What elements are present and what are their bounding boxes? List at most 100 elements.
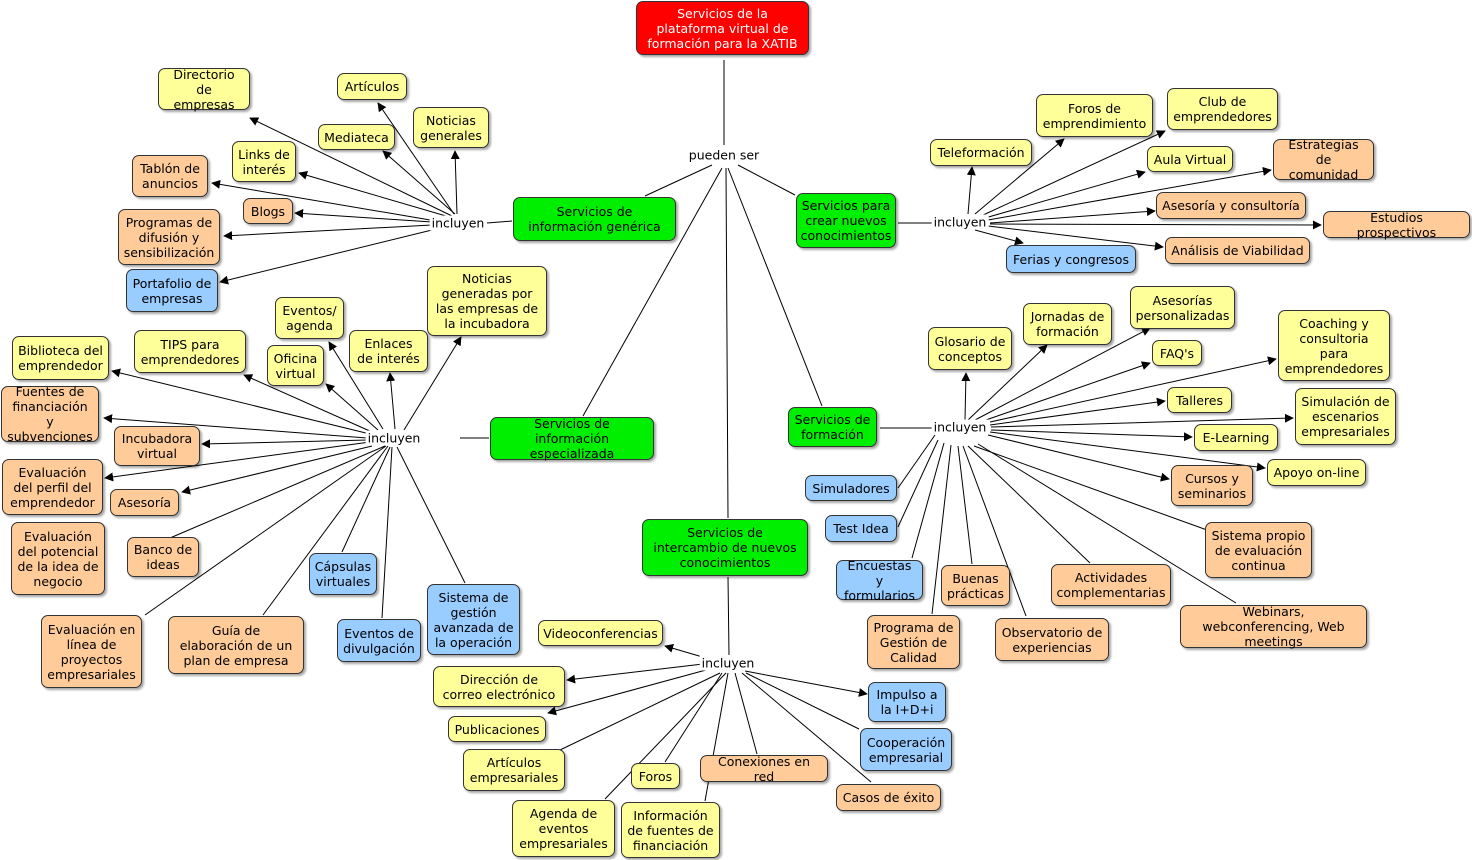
node-analisis-viabilidad[interactable]: Análisis de Viabilidad bbox=[1165, 237, 1310, 264]
node-eventos-agenda[interactable]: Eventos/ agenda bbox=[275, 297, 344, 339]
node-evaluacion-perfil[interactable]: Evaluación del perfil del emprendedor bbox=[2, 459, 103, 515]
node-direccion-correo[interactable]: Dirección de correo electrónico bbox=[433, 666, 565, 707]
category-crear-conocimientos[interactable]: Servicios para crear nuevos conocimiento… bbox=[796, 193, 896, 248]
node-asesorias-personalizadas[interactable]: Asesorías personalizadas bbox=[1130, 286, 1235, 329]
node-label: Asesoría y consultoría bbox=[1162, 198, 1300, 213]
node-webinars[interactable]: Webinars, webconferencing, Web meetings bbox=[1180, 604, 1367, 649]
node-enlaces-interes[interactable]: Enlaces de interés bbox=[349, 330, 428, 372]
node-test-idea[interactable]: Test Idea bbox=[825, 515, 897, 542]
node-label: E-Learning bbox=[1202, 430, 1270, 445]
node-noticias-generales[interactable]: Noticias generales bbox=[413, 107, 489, 148]
node-label: Incubadora virtual bbox=[121, 431, 193, 461]
node-articulos-empresariales[interactable]: Artículos empresariales bbox=[463, 749, 565, 791]
category-informacion-especializada[interactable]: Servicios de información especializada bbox=[490, 416, 654, 461]
node-label: Impulso a la I+D+i bbox=[876, 687, 938, 717]
node-aula-virtual[interactable]: Aula Virtual bbox=[1147, 146, 1233, 172]
node-publicaciones[interactable]: Publicaciones bbox=[448, 716, 546, 742]
node-encuestas-formularios[interactable]: Encuestas y formularios bbox=[836, 557, 923, 603]
node-buenas-practicas[interactable]: Buenas prácticas bbox=[941, 565, 1010, 606]
node-directorio-empresas[interactable]: Directorio de empresas bbox=[158, 67, 250, 112]
node-videoconferencias[interactable]: Videoconferencias bbox=[538, 620, 663, 646]
node-label: Conexiones en red bbox=[718, 753, 810, 784]
category-formacion[interactable]: Servicios de formación bbox=[788, 407, 877, 447]
arrow-connector bbox=[989, 397, 1166, 426]
arrow-connector bbox=[547, 669, 707, 716]
node-programas-difusion[interactable]: Programas de difusión y sensibilización bbox=[118, 209, 220, 265]
node-label: Club de emprendedores bbox=[1173, 94, 1272, 124]
node-label: Coaching y consultoria para emprendedore… bbox=[1284, 315, 1384, 376]
node-coaching-consultoria[interactable]: Coaching y consultoria para emprendedore… bbox=[1278, 310, 1390, 381]
arrow-connector bbox=[966, 166, 976, 215]
connector-line bbox=[727, 576, 730, 656]
node-e-learning[interactable]: E-Learning bbox=[1194, 424, 1278, 451]
node-programa-gestion-calidad[interactable]: Programa de Gestión de Calidad bbox=[867, 615, 960, 669]
category-informacion-generica[interactable]: Servicios de información genérica bbox=[513, 197, 676, 241]
node-cooperacion-empresarial[interactable]: Cooperación empresarial bbox=[860, 728, 952, 771]
root-node[interactable]: Servicios de la plataforma virtual de fo… bbox=[636, 1, 809, 55]
node-asesoria-consultoria[interactable]: Asesoría y consultoría bbox=[1156, 192, 1306, 219]
node-oficina-virtual[interactable]: Oficina virtual bbox=[267, 345, 324, 386]
node-evaluacion-potencial[interactable]: Evaluación del potencial de la idea de n… bbox=[11, 522, 105, 595]
node-informacion-fuentes[interactable]: Información de fuentes de financiación bbox=[621, 802, 720, 858]
node-label: Casos de éxito bbox=[842, 790, 935, 805]
connector-line bbox=[741, 672, 872, 783]
link-label-pueden-ser: pueden ser bbox=[686, 147, 762, 163]
connector-line bbox=[486, 220, 513, 224]
node-glosario-conceptos[interactable]: Glosario de conceptos bbox=[928, 327, 1012, 370]
node-club-emprendedores[interactable]: Club de emprendedores bbox=[1167, 88, 1278, 130]
node-observatorio-experiencias[interactable]: Observatorio de experiencias bbox=[995, 618, 1109, 661]
node-noticias-incubadora[interactable]: Noticias generadas por las empresas de l… bbox=[427, 266, 547, 336]
category-intercambio[interactable]: Servicios de intercambio de nuevos conoc… bbox=[642, 519, 808, 576]
node-links-interes[interactable]: Links de interés bbox=[232, 141, 296, 182]
node-teleformacion[interactable]: Teleformación bbox=[930, 139, 1032, 166]
node-capsulas-virtuales[interactable]: Cápsulas virtuales bbox=[309, 553, 377, 595]
node-foros[interactable]: Foros bbox=[631, 763, 680, 789]
node-faqs[interactable]: FAQ's bbox=[1152, 340, 1202, 366]
arrow-connector bbox=[377, 102, 455, 215]
node-blogs[interactable]: Blogs bbox=[243, 198, 293, 224]
node-banco-ideas[interactable]: Banco de ideas bbox=[127, 537, 199, 577]
node-estudios-prospectivos[interactable]: Estudios prospectivos bbox=[1323, 210, 1470, 240]
node-eventos-divulgacion[interactable]: Eventos de divulgación bbox=[337, 619, 421, 662]
arrow-connector bbox=[987, 225, 1164, 251]
node-articulos[interactable]: Artículos bbox=[337, 73, 407, 100]
node-tablon-anuncios[interactable]: Tablón de anuncios bbox=[132, 155, 208, 197]
node-guia-plan-empresa[interactable]: Guía de elaboración de un plan de empres… bbox=[168, 616, 304, 674]
node-impulso-idi[interactable]: Impulso a la I+D+i bbox=[868, 682, 946, 722]
node-cursos-seminarios[interactable]: Cursos y seminarios bbox=[1171, 465, 1253, 506]
node-conexiones-red[interactable]: Conexiones en red bbox=[700, 753, 828, 784]
node-label: Enlaces de interés bbox=[357, 336, 420, 366]
node-label: Agenda de eventos empresariales bbox=[519, 806, 608, 851]
category-label: Servicios de información genérica bbox=[528, 204, 661, 234]
node-sistema-gestion[interactable]: Sistema de gestión avanzada de la operac… bbox=[427, 584, 520, 655]
node-foros-emprendimiento[interactable]: Foros de emprendimiento bbox=[1036, 94, 1153, 137]
node-mediateca[interactable]: Mediateca bbox=[318, 124, 395, 150]
node-fuentes-financiacion[interactable]: Fuentes de financiación y subvenciones bbox=[1, 384, 99, 444]
node-asesoria[interactable]: Asesoría bbox=[110, 489, 179, 516]
node-label: Publicaciones bbox=[454, 721, 540, 737]
node-label: Encuestas y formularios bbox=[844, 557, 915, 603]
node-simuladores[interactable]: Simuladores bbox=[805, 475, 897, 501]
node-biblioteca-emprendedor[interactable]: Biblioteca del emprendedor bbox=[12, 336, 109, 380]
arrow-connector bbox=[382, 150, 456, 215]
node-incubadora-virtual[interactable]: Incubadora virtual bbox=[114, 426, 200, 466]
node-simulacion-escenarios[interactable]: Simulación de escenarios empresariales bbox=[1295, 388, 1396, 445]
node-evaluacion-linea[interactable]: Evaluación en línea de proyectos empresa… bbox=[41, 615, 142, 688]
node-estrategias-comunidad[interactable]: Estrategias de comunidad bbox=[1273, 137, 1374, 182]
node-ferias-congresos[interactable]: Ferias y congresos bbox=[1006, 245, 1136, 273]
node-jornadas-formacion[interactable]: Jornadas de formación bbox=[1023, 303, 1112, 345]
arrow-connector bbox=[961, 372, 971, 421]
node-label: Sistema propio de evaluación continua bbox=[1211, 527, 1306, 573]
node-talleres[interactable]: Talleres bbox=[1167, 387, 1232, 413]
node-apoyo-online[interactable]: Apoyo on-line bbox=[1267, 459, 1366, 486]
node-portafolio-empresas[interactable]: Portafolio de empresas bbox=[126, 269, 218, 312]
node-tips-emprendedores[interactable]: TIPS para emprendedores bbox=[134, 330, 246, 373]
node-label: Fuentes de financiación y subvenciones bbox=[7, 384, 93, 444]
node-actividades-complementarias[interactable]: Actividades complementarias bbox=[1051, 564, 1171, 606]
node-agenda-eventos[interactable]: Agenda de eventos empresariales bbox=[512, 800, 615, 857]
node-sistema-evaluacion[interactable]: Sistema propio de evaluación continua bbox=[1205, 522, 1312, 578]
node-label: Blogs bbox=[250, 203, 286, 219]
arrow-connector bbox=[982, 361, 1151, 422]
arrow-connector bbox=[974, 327, 1151, 421]
node-casos-exito[interactable]: Casos de éxito bbox=[836, 784, 941, 811]
